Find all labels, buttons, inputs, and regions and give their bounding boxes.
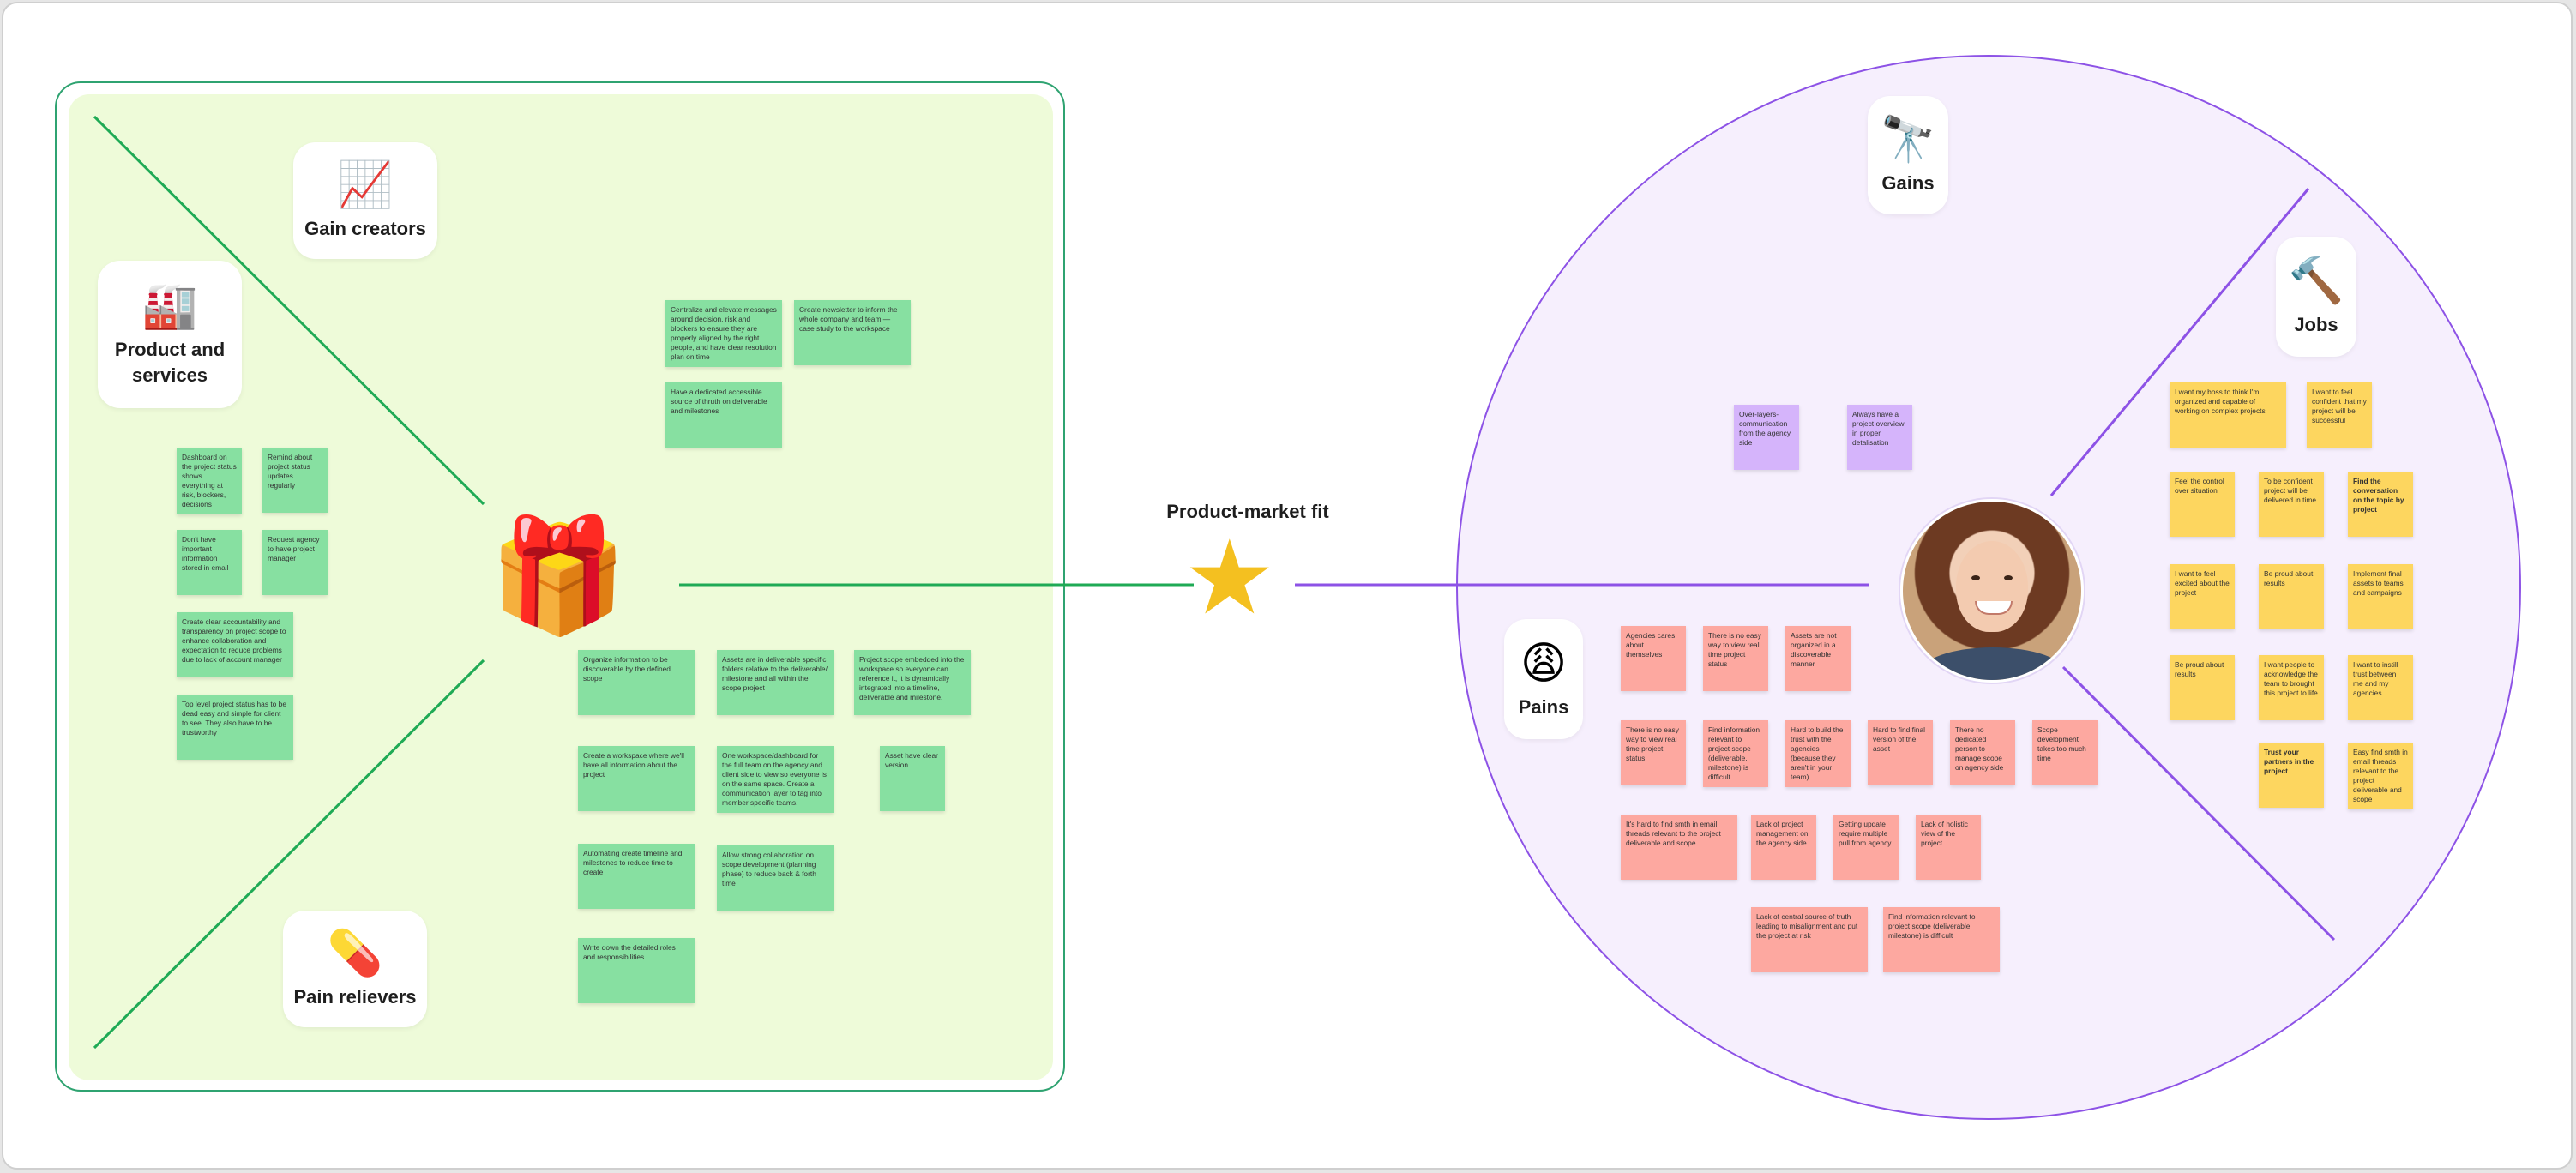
pain-reliever-note[interactable]: One workspace/dashboard for the full tea… <box>717 746 834 813</box>
star-icon: ★ <box>1183 519 1276 638</box>
gain-creators-label: Gain creators <box>304 218 426 239</box>
product-service-note[interactable]: Remind about project status updates regu… <box>262 448 328 513</box>
factory-icon: 🏭 <box>141 280 198 332</box>
job-note[interactable]: I want people to acknowledge the team to… <box>2259 655 2324 720</box>
job-note[interactable]: To be confident project will be delivere… <box>2259 472 2324 537</box>
product-service-note[interactable]: Create clear accountability and transpar… <box>177 612 293 677</box>
value-map-frame <box>55 81 1065 1092</box>
pain-note[interactable]: Hard to find final version of the asset <box>1868 720 1933 785</box>
jobs-label: Jobs <box>2294 314 2338 335</box>
pain-reliever-note[interactable]: Allow strong collaboration on scope deve… <box>717 845 834 911</box>
job-note[interactable]: I want to feel confident that my project… <box>2307 382 2372 448</box>
chart-increasing-icon: 📈 <box>337 159 394 211</box>
telescope-icon: 🔭 <box>1880 114 1936 165</box>
job-note[interactable]: Feel the control over situation <box>2170 472 2235 537</box>
pain-relievers-label: Pain relievers <box>293 986 417 1008</box>
job-note[interactable]: Easy find smth in email threads relevant… <box>2348 743 2413 809</box>
pain-note[interactable]: Getting update require multiple pull fro… <box>1833 815 1899 880</box>
gains-label: Gains <box>1881 172 1935 194</box>
profile-divider-top <box>2049 188 2310 496</box>
gain-creator-note[interactable]: Have a dedicated accessible source of th… <box>665 382 782 448</box>
pain-reliever-note[interactable]: Automating create timeline and milestone… <box>578 844 695 909</box>
product-service-note[interactable]: Dashboard on the project status shows ev… <box>177 448 242 514</box>
pain-note[interactable]: There is no easy way to view real time p… <box>1621 720 1686 785</box>
pain-note[interactable]: Assets are not organized in a discoverab… <box>1785 626 1851 691</box>
gain-creators-card[interactable]: 📈 Gain creators <box>293 142 437 259</box>
job-note[interactable]: I want my boss to think I'm organized an… <box>2170 382 2286 448</box>
value-map-divider-top <box>93 115 485 506</box>
pain-note[interactable]: It's hard to find smth in email threads … <box>1621 815 1737 880</box>
gains-card[interactable]: 🔭 Gains <box>1868 96 1948 214</box>
pain-note[interactable]: Lack of holistic view of the project <box>1916 815 1981 880</box>
gift-icon: 🎁 <box>489 510 628 641</box>
product-service-note[interactable]: Request agency to have project manager <box>262 530 328 595</box>
job-note[interactable]: Be proud about results <box>2259 564 2324 629</box>
product-service-note[interactable]: Don't have important information stored … <box>177 530 242 595</box>
job-note[interactable]: Implement final assets to teams and camp… <box>2348 564 2413 629</box>
pain-relievers-card[interactable]: 💊 Pain relievers <box>283 911 427 1027</box>
value-map-divider-bottom <box>93 659 485 1050</box>
job-note[interactable]: Trust your partners in the project <box>2259 743 2324 808</box>
job-note[interactable]: I want to feel excited about the project <box>2170 564 2235 629</box>
pill-icon: 💊 <box>327 928 383 979</box>
gain-note[interactable]: Over-layers- communication from the agen… <box>1734 405 1799 470</box>
gain-creator-note[interactable]: Create newsletter to inform the whole co… <box>794 300 911 365</box>
pain-note[interactable]: Lack of project management on the agency… <box>1751 815 1816 880</box>
pain-reliever-note[interactable]: Project scope embedded into the workspac… <box>854 650 971 715</box>
profile-divider-bottom <box>2061 665 2336 941</box>
pain-note[interactable]: Scope development takes too much time <box>2032 720 2098 785</box>
product-market-fit-label: Product-market fit <box>1166 501 1329 522</box>
pain-note[interactable]: Lack of central source of truth leading … <box>1751 907 1868 972</box>
pain-reliever-note[interactable]: Asset have clear version <box>880 746 945 811</box>
pain-note[interactable]: There no dedicated person to manage scop… <box>1950 720 2015 785</box>
pain-note[interactable]: Hard to build the trust with the agencie… <box>1785 720 1851 787</box>
pain-reliever-note[interactable]: Organize information to be discoverable … <box>578 650 695 715</box>
gain-creator-note[interactable]: Centralize and elevate messages around d… <box>665 300 782 367</box>
pain-reliever-note[interactable]: Assets are in deliverable specific folde… <box>717 650 834 715</box>
pain-reliever-note[interactable]: Write down the detailed roles and respon… <box>578 938 695 1003</box>
pains-card[interactable]: 😩 Pains <box>1504 619 1583 739</box>
hammer-icon: 🔨 <box>2288 256 2344 307</box>
pain-reliever-note[interactable]: Create a workspace where we'll have all … <box>578 746 695 811</box>
pain-note[interactable]: Find information relevant to project sco… <box>1883 907 2000 972</box>
jobs-card[interactable]: 🔨 Jobs <box>2276 237 2356 357</box>
product-service-note[interactable]: Top level project status has to be dead … <box>177 695 293 760</box>
pain-note[interactable]: There is no easy way to view real time p… <box>1703 626 1768 691</box>
weary-face-icon: 😩 <box>1520 638 1568 689</box>
pain-note[interactable]: Agencies cares about themselves <box>1621 626 1686 691</box>
products-services-label: Product and services <box>114 339 226 386</box>
customer-photo <box>1900 499 2084 683</box>
pain-note[interactable]: Find information relevant to project sco… <box>1703 720 1768 787</box>
gain-note[interactable]: Always have a project overview in proper… <box>1847 405 1912 470</box>
job-note[interactable]: Find the conversation on the topic by pr… <box>2348 472 2413 537</box>
job-note[interactable]: Be proud about results <box>2170 655 2235 720</box>
job-note[interactable]: I want to instill trust between me and m… <box>2348 655 2413 720</box>
products-services-card[interactable]: 🏭 Product and services <box>98 261 242 408</box>
pains-label: Pains <box>1518 696 1569 718</box>
